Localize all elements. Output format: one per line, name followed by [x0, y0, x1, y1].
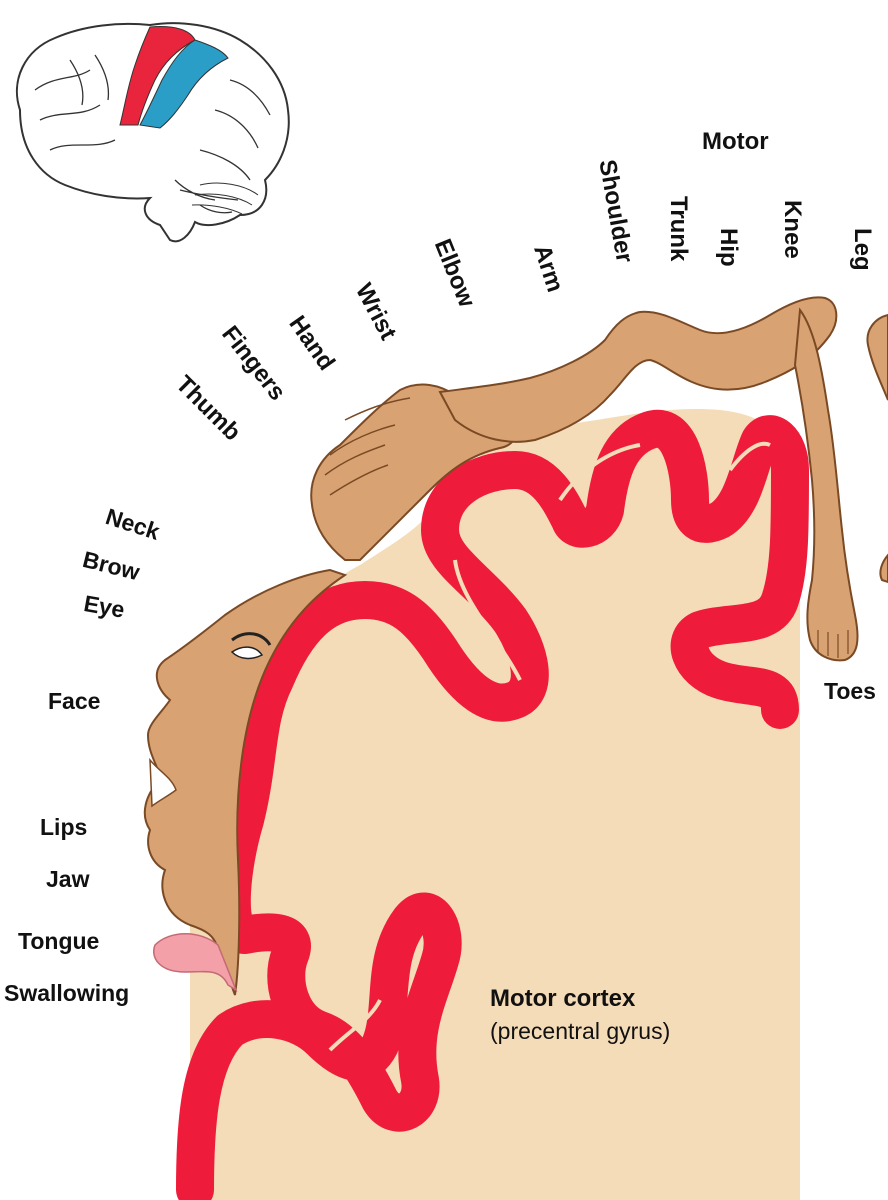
- label-tongue: Tongue: [18, 928, 100, 954]
- brain-inset-red-strip: [119, 26, 196, 126]
- diagram-heading: Motor: [702, 128, 769, 155]
- precentral-gyrus: [176, 409, 809, 1200]
- label-trunk: Trunk: [665, 196, 692, 262]
- caption-title: Motor cortex: [490, 985, 636, 1012]
- label-lips: Lips: [40, 814, 88, 840]
- homunculus-eye: [231, 632, 272, 646]
- brain-inset-folds: [34, 54, 271, 214]
- label-toes: Toes: [824, 678, 876, 704]
- label-hip: Hip: [715, 228, 742, 267]
- sulcus-lines: [328, 441, 771, 1052]
- homunculus-arm: [438, 296, 838, 443]
- homunculus-head: [143, 568, 348, 996]
- homunculus-leg-partial: [866, 313, 888, 401]
- homunculus-toes: [817, 630, 849, 658]
- label-face: Face: [48, 688, 101, 714]
- homunculus-mouth: [149, 757, 177, 808]
- homunculus-foot-partial: [879, 553, 888, 584]
- homunculus-fingers: [324, 397, 411, 496]
- label-jaw: Jaw: [46, 866, 90, 892]
- brain-inset-blue-strip: [139, 39, 229, 129]
- brain-inset-cerebellum: [191, 182, 259, 215]
- brain-inset-outline: [15, 22, 290, 243]
- homunculus-tongue: [153, 933, 238, 992]
- label-leg-partial: Leg: [849, 228, 876, 271]
- homunculus-leg: [793, 307, 859, 662]
- brain-inset: [15, 22, 290, 243]
- label-swallowing: Swallowing: [4, 980, 130, 1006]
- homunculus-eye-lid: [230, 646, 264, 660]
- caption-subtitle: (precentral gyrus): [490, 1018, 671, 1044]
- label-knee: Knee: [779, 200, 806, 259]
